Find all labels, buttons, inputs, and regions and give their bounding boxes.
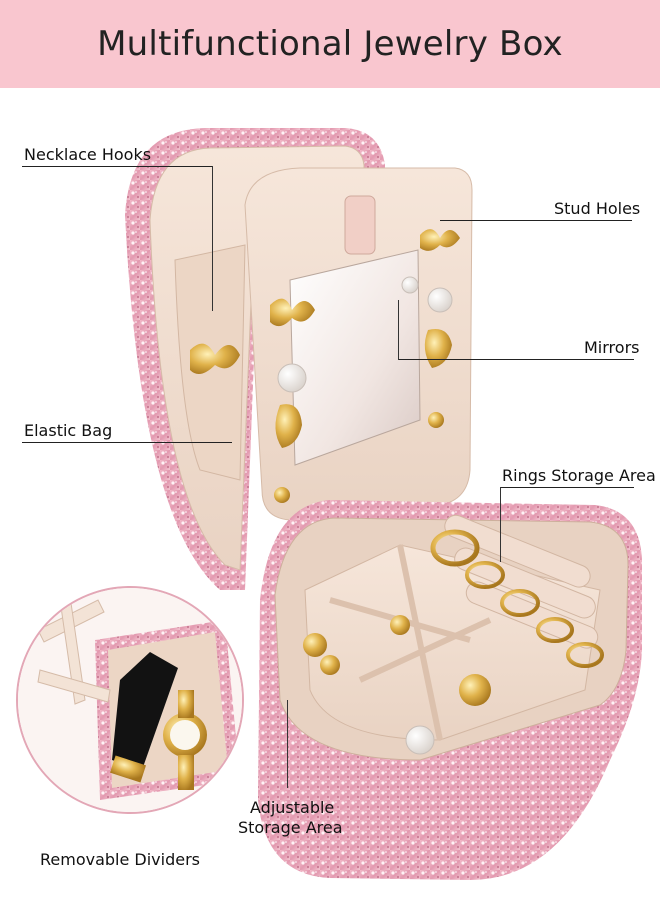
label-adjustable: Adjustable <box>250 798 335 817</box>
rings-storage-pointer <box>500 487 501 562</box>
jewelry <box>190 229 604 755</box>
mirrors-pointer <box>398 300 399 360</box>
adjustable-storage-pointer <box>287 700 288 788</box>
inset-dividers <box>16 586 244 814</box>
label-elastic-bag: Elastic Bag <box>24 421 113 440</box>
label-stud-holes: Stud Holes <box>554 199 641 218</box>
elastic-bag-line <box>22 442 232 443</box>
label-rings-storage-area: Rings Storage Area <box>502 466 656 485</box>
necklace-hooks-pointer <box>212 166 213 311</box>
page-title: Multifunctional Jewelry Box <box>97 24 563 64</box>
label-necklace-hooks: Necklace Hooks <box>24 145 152 164</box>
mirrors-line <box>398 359 634 360</box>
stud-holes-line <box>440 220 632 221</box>
rings-storage-line <box>500 487 634 488</box>
title-banner <box>0 0 660 88</box>
mirror-panel <box>244 167 473 521</box>
necklace-hooks-line <box>22 166 212 167</box>
jewelry-box-photo <box>16 128 642 880</box>
label-removable-dividers: Removable Dividers <box>39 850 200 869</box>
label-mirrors: Mirrors <box>584 338 640 357</box>
label-storage-area: Storage Area <box>238 818 343 837</box>
